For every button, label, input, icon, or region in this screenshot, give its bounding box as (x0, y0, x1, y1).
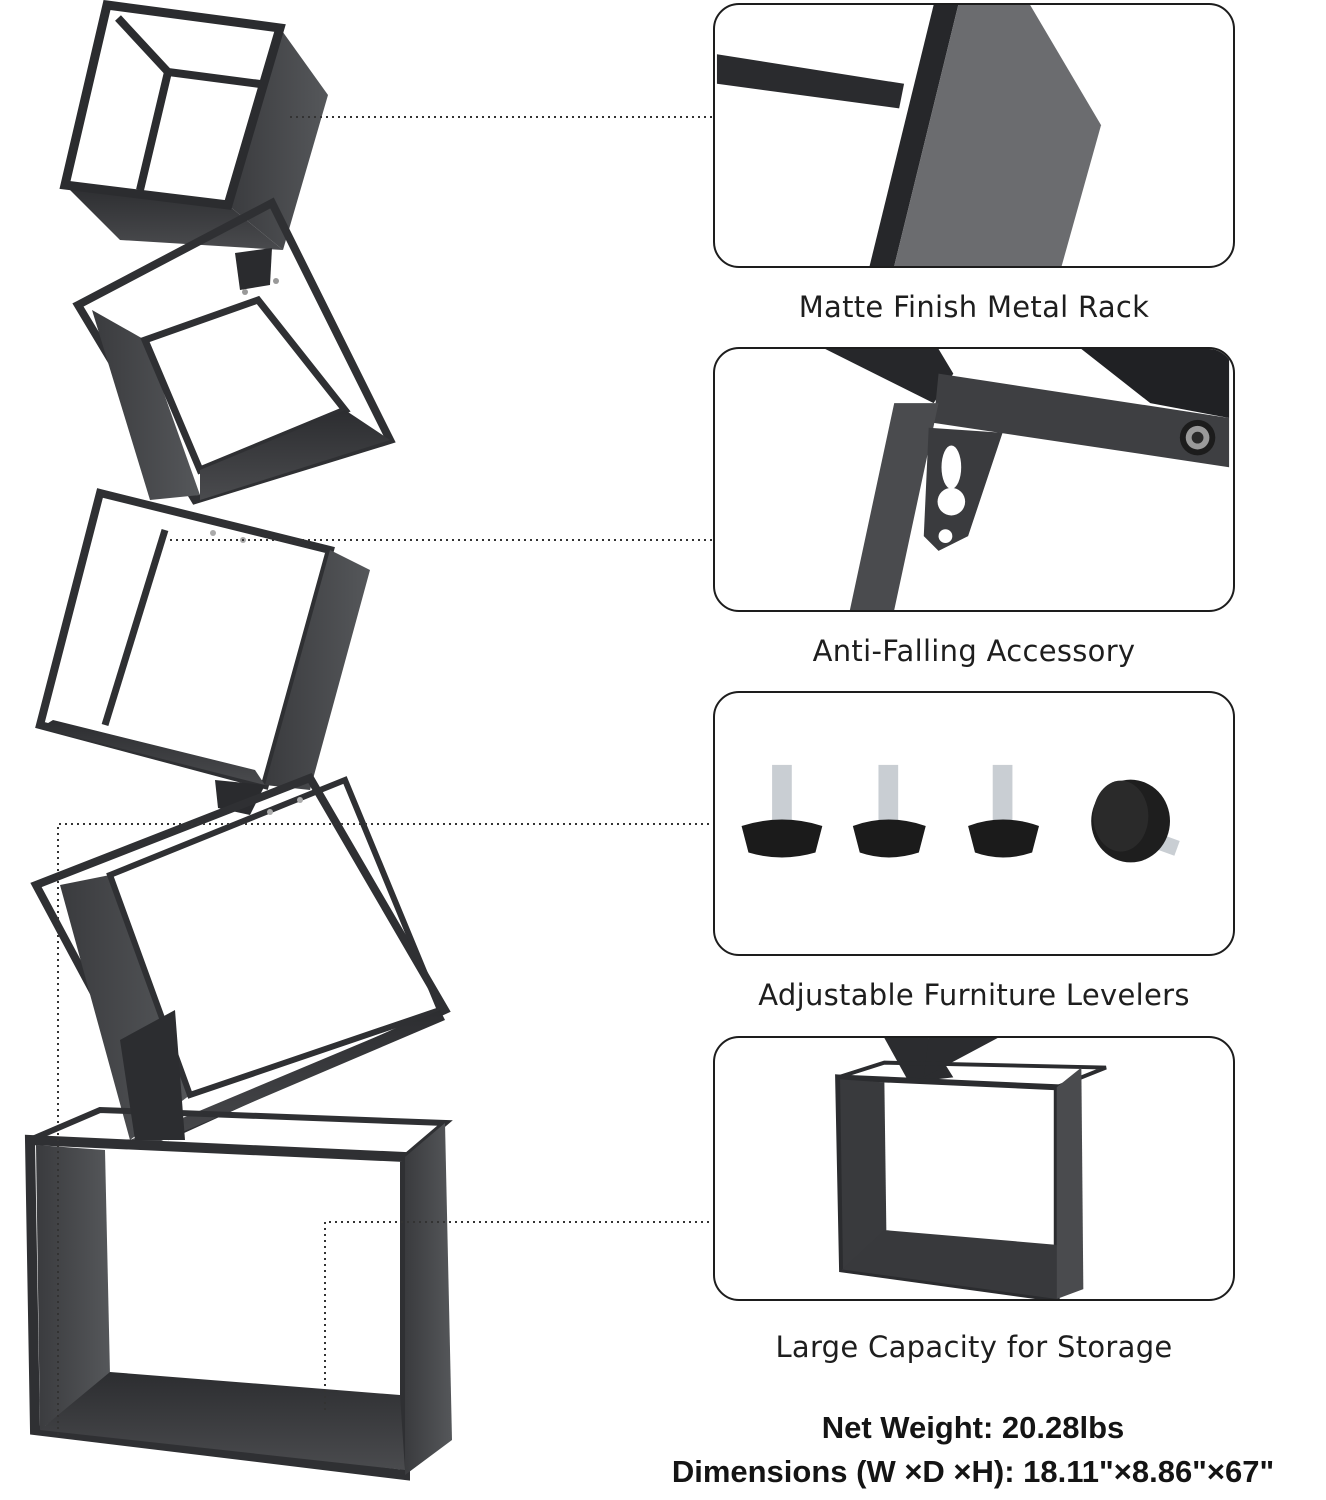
feature-card-matte-finish (713, 3, 1235, 268)
feature-caption-levelers: Adjustable Furniture Levelers (758, 978, 1190, 1012)
levelers-image (741, 764, 1180, 863)
cube-4 (30, 773, 451, 1150)
leveler-foot-2 (852, 764, 926, 858)
metal-frame-closeup-image (716, 5, 1102, 266)
net-weight-spec: Net Weight: 20.28lbs (821, 1410, 1125, 1445)
feature-card-capacity (713, 1036, 1235, 1301)
feature-card-anti-falling (713, 347, 1235, 612)
cube-2 (72, 197, 396, 505)
shelf-tower-illustration (24, 0, 453, 1481)
bottom-cube-closeup-image (835, 1038, 1107, 1299)
cube-1 (59, 0, 328, 250)
leveler-foot-4 (1091, 779, 1180, 863)
cube-3 (35, 488, 370, 815)
leveler-foot-1 (741, 764, 823, 858)
dimensions-spec: Dimensions (W ×D ×H): 18.11"×8.86"×67" (671, 1454, 1275, 1489)
feature-caption-anti-falling: Anti-Falling Accessory (812, 634, 1136, 668)
feature-caption-capacity: Large Capacity for Storage (775, 1330, 1173, 1364)
feature-caption-matte-finish: Matte Finish Metal Rack (798, 290, 1150, 324)
wall-bracket-closeup-image (825, 349, 1230, 610)
feature-card-levelers (713, 691, 1235, 956)
leveler-foot-3 (968, 764, 1040, 858)
